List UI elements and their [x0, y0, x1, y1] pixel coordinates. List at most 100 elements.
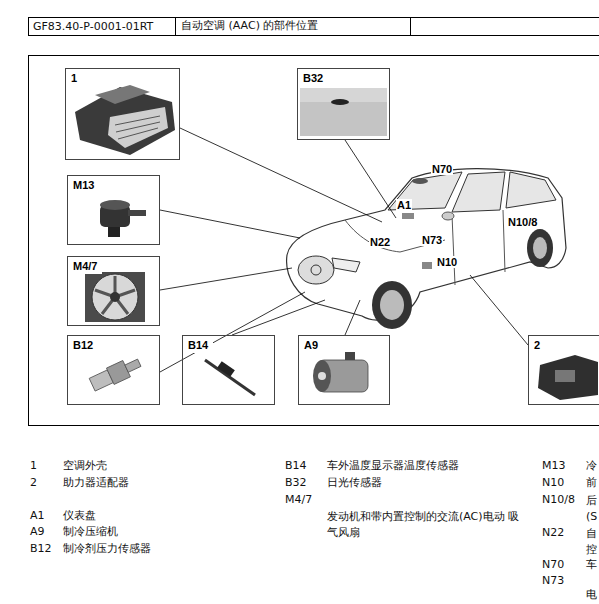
car-body	[287, 169, 566, 321]
legend-code: B12	[30, 542, 52, 556]
part-picture-box: M13	[67, 175, 160, 245]
part-picture-box: B14	[182, 335, 275, 405]
leader-line	[470, 275, 528, 345]
control-unit	[422, 262, 432, 269]
part-actuator	[538, 355, 598, 400]
fan-blades	[95, 276, 135, 314]
callout-label: A1	[396, 199, 412, 211]
box-label: A9	[299, 336, 323, 353]
legend-code: M4/7	[285, 493, 312, 507]
legend-text: 制冷压缩机	[63, 525, 118, 539]
legend-text: 电	[586, 588, 597, 602]
part-compressor	[313, 352, 368, 392]
front-rim	[380, 290, 404, 320]
legend-text: 仪表盘	[63, 509, 96, 523]
part-temperature-sensor	[205, 360, 255, 395]
part-picture-box: 1	[65, 68, 180, 160]
leader-line	[160, 268, 292, 290]
document-code: GF83.40-P-0001-01RT	[33, 20, 153, 34]
legend-text: 自 控	[586, 526, 598, 558]
legend-code: A1	[30, 509, 45, 523]
legend-code: B32	[285, 476, 307, 490]
callout-label: N73	[421, 234, 443, 246]
sensor-panel	[300, 88, 387, 136]
housing-ribs	[115, 116, 160, 139]
header-divider	[410, 18, 411, 36]
legend-text: 后 (S	[586, 493, 598, 525]
page-title: 自动空调 (AAC) 的部件位置	[181, 19, 318, 33]
door-line	[503, 210, 505, 272]
leader-line	[180, 128, 382, 222]
legend-text: 空调外壳	[63, 459, 107, 473]
part-picture-box: M4/7	[67, 256, 160, 326]
car-illustration	[287, 169, 566, 329]
part-pump	[100, 200, 146, 237]
box-label: M13	[68, 176, 99, 193]
legend-code: 1	[30, 459, 37, 473]
part-picture-box: A9	[298, 335, 390, 405]
legend-code: B14	[285, 459, 307, 473]
roof-unit	[412, 178, 428, 184]
legend-text: 制冷剂压力传感器	[63, 542, 151, 556]
legend-code: A9	[30, 525, 45, 539]
legend-code: N10/8	[542, 493, 575, 507]
compressor-pulley	[313, 360, 331, 392]
leader-line	[345, 140, 396, 218]
header-divider	[175, 18, 176, 36]
rear-rim	[533, 237, 547, 259]
side-window	[506, 172, 556, 208]
figure-frame	[29, 56, 599, 426]
pump-plug	[108, 227, 120, 237]
legend-text: 前	[586, 476, 597, 490]
housing-top	[95, 85, 150, 104]
box-label: B14	[183, 336, 213, 353]
legend-code: N22	[542, 526, 564, 540]
box-label: B12	[68, 336, 98, 353]
part-sun-sensor	[300, 88, 387, 136]
leader-line	[160, 210, 300, 238]
callout-label: N70	[431, 163, 453, 175]
star-emblem	[311, 265, 321, 275]
box-label: M4/7	[68, 257, 102, 274]
header-table	[29, 18, 599, 36]
legend-text: 车	[586, 558, 597, 572]
legend-code: N70	[542, 558, 564, 572]
legend-code: M13	[542, 459, 566, 473]
legend-code: 2	[30, 476, 37, 490]
sensor-thread	[125, 359, 141, 372]
compressor-hub	[318, 372, 326, 380]
side-window	[452, 172, 505, 212]
pump-top	[100, 200, 130, 210]
box-label: B32	[298, 69, 328, 86]
callout-label: N10/8	[507, 216, 538, 228]
front-wheel	[372, 281, 412, 329]
part-hvac-housing	[75, 85, 175, 155]
hood-line	[345, 220, 445, 252]
legend-code: N73	[542, 574, 564, 588]
door-line	[452, 215, 455, 285]
part-picture-box: 2	[528, 335, 599, 405]
actuator-detail	[555, 370, 575, 382]
legend-text: 日光传感器	[327, 476, 382, 490]
callout-label: N22	[369, 236, 391, 248]
part-picture-box: B12	[67, 335, 160, 405]
legend-text: 冷	[586, 459, 597, 473]
fan-hub	[110, 292, 120, 302]
box-label: 2	[529, 336, 545, 353]
instrument-panel	[402, 213, 414, 219]
pump-nozzle	[128, 210, 146, 216]
legend-code: N10	[542, 476, 564, 490]
fan-ring	[92, 274, 138, 320]
box-label: 1	[66, 69, 82, 86]
sensor-eye	[331, 99, 349, 105]
part-fan	[85, 272, 145, 322]
legend-text: 发动机和带内置控制的交流(AC)电动 吸气风扇	[327, 509, 523, 541]
compressor-fitting	[345, 352, 355, 360]
actuator-body	[538, 355, 598, 400]
housing-face	[108, 107, 168, 148]
header-row	[29, 18, 599, 36]
part-pressure-sensor	[88, 355, 143, 393]
windshield	[388, 172, 462, 210]
grille	[298, 256, 334, 284]
